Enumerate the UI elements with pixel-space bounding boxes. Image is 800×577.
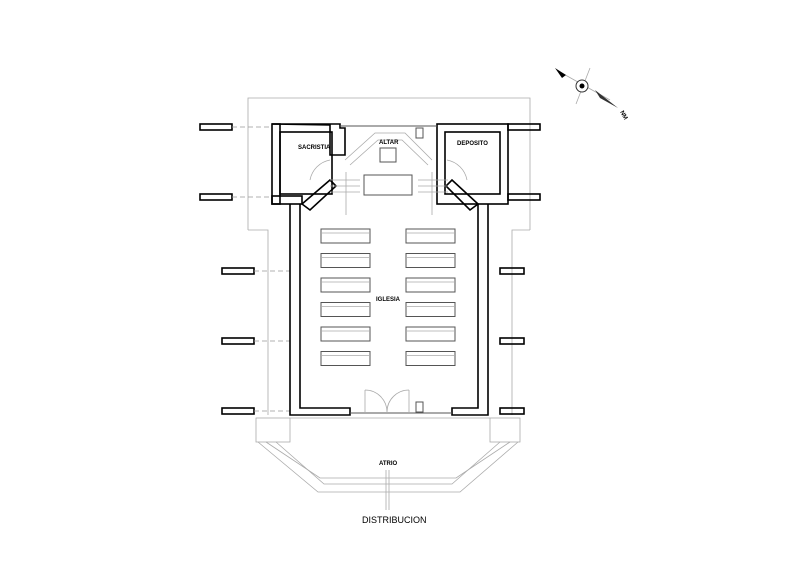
altar-label: ALTAR [379,140,399,146]
pew [320,277,371,293]
pew [320,302,371,317]
iglesia-label: IGLESIA [376,297,401,303]
buttresses [199,123,541,415]
north-arrow-icon: NM [555,67,628,121]
sacristia-room [271,123,346,212]
pew [405,351,456,366]
pew [320,253,371,268]
altar-zone [330,125,448,215]
deposito-label: DEPOSITO [457,141,488,147]
pew [405,302,456,317]
site-outline [247,97,531,415]
nave-walls [289,204,489,416]
pew [405,326,456,342]
pew [320,351,371,366]
pews [320,228,456,366]
deposito-room [436,123,509,212]
north-label: NM [618,110,628,121]
atrio [255,417,521,510]
sacristia-label: SACRISTIA [298,145,331,151]
pew [405,277,456,293]
pew [320,228,371,244]
atrio-label: ATRIO [379,461,398,467]
pew [405,253,456,268]
plan-title: DISTRIBUCION [362,515,427,525]
pew [405,228,456,244]
pew [320,326,371,342]
